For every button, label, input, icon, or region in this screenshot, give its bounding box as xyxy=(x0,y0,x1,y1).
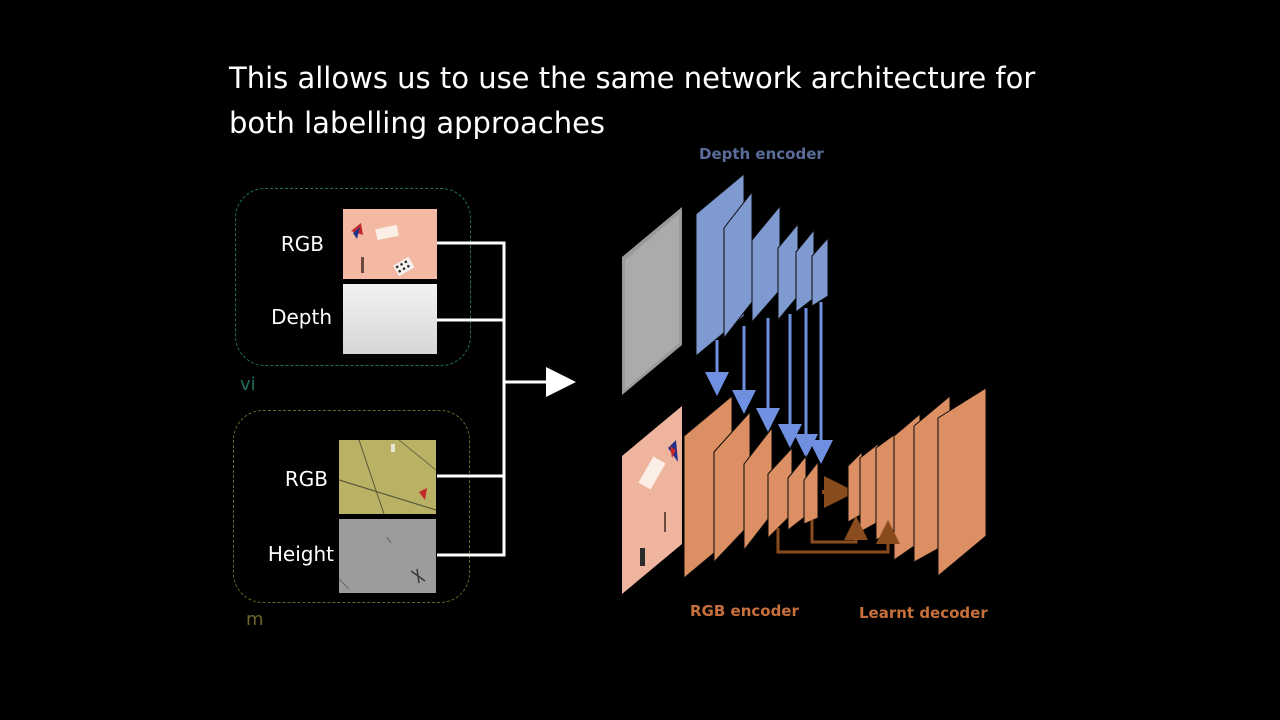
slide-title-line-2: both labelling approaches xyxy=(229,106,606,140)
map-rgb-label: RGB xyxy=(284,467,328,491)
rgb-encoder xyxy=(683,394,819,580)
view-group-caption: vi xyxy=(240,374,256,395)
map-group-caption: m xyxy=(246,609,264,630)
depth-encoder-layer-3 xyxy=(751,204,781,324)
rgb-encoder-layer-6 xyxy=(803,460,819,525)
input-connectors xyxy=(437,241,576,557)
decoder-layer-2 xyxy=(859,442,879,533)
rgb-input-image xyxy=(622,406,682,594)
map-height-scene xyxy=(339,519,436,593)
map-height-label: Height xyxy=(267,542,334,566)
slide-title-line-1: This allows us to use the same network a… xyxy=(229,61,1036,95)
view-depth-thumbnail xyxy=(343,284,437,354)
view-rgb-scene xyxy=(343,209,437,279)
depth-encoder-layer-6 xyxy=(811,236,829,307)
view-rgb-label: RGB xyxy=(280,232,324,256)
learnt-decoder-label: Learnt decoder xyxy=(859,604,988,622)
depth-encoder xyxy=(695,172,829,358)
rgb-encoder-label: RGB encoder xyxy=(690,602,799,620)
depth-encoder-layer-4 xyxy=(777,222,799,322)
depth-encoder-layer-5 xyxy=(795,228,815,314)
view-input-group-box xyxy=(235,188,471,366)
slide-title: This allows us to use the same network a… xyxy=(229,56,1129,146)
learnt-decoder xyxy=(847,387,987,578)
map-input-group-box xyxy=(233,410,470,603)
map-height-thumbnail xyxy=(339,519,436,593)
decoder-layer-6 xyxy=(937,387,987,578)
connector-outer xyxy=(437,241,506,557)
map-rgb-scene xyxy=(339,440,436,514)
depth-skip-arrows xyxy=(705,302,833,464)
map-rgb-thumbnail xyxy=(339,440,436,514)
view-depth-label: Depth xyxy=(271,305,332,329)
depth-encoder-label: Depth encoder xyxy=(699,145,824,163)
view-rgb-thumbnail xyxy=(343,209,437,279)
rgb-skip-connections xyxy=(776,516,900,554)
